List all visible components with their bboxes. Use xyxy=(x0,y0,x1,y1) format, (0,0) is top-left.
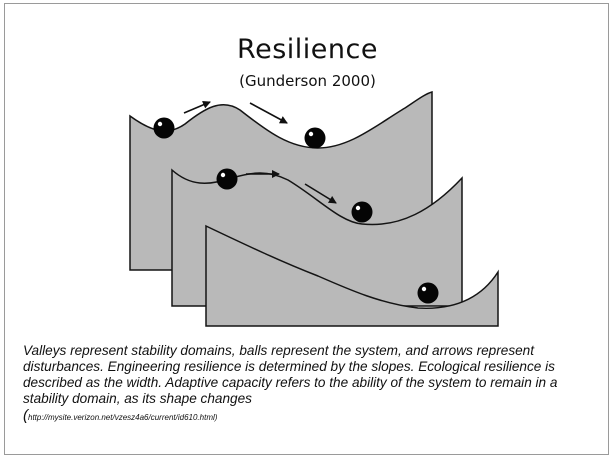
ball-middle-left xyxy=(216,168,238,190)
disturbance-arrow-2 xyxy=(249,102,288,124)
landscape-panel-front xyxy=(205,224,499,327)
ball-front-valley xyxy=(417,282,439,304)
disturbance-arrow-4 xyxy=(304,183,337,204)
ball-back-left xyxy=(153,117,175,139)
source-url-line: (http://mysite.verizon.net/vzesz4a6/curr… xyxy=(23,408,593,426)
caption-text: Valleys represent stability domains, bal… xyxy=(23,343,558,406)
disturbance-arrow-1 xyxy=(183,101,211,114)
slide-title: Resilience xyxy=(237,34,378,65)
ball-back-valley xyxy=(304,127,326,149)
ball-middle-valley xyxy=(351,201,373,223)
slide-subtitle: (Gunderson 2000) xyxy=(239,72,376,90)
diagram-caption: Valleys represent stability domains, bal… xyxy=(23,343,593,426)
source-url-paren: ( xyxy=(23,407,28,424)
source-url[interactable]: http://mysite.verizon.net/vzesz4a6/curre… xyxy=(28,413,218,422)
